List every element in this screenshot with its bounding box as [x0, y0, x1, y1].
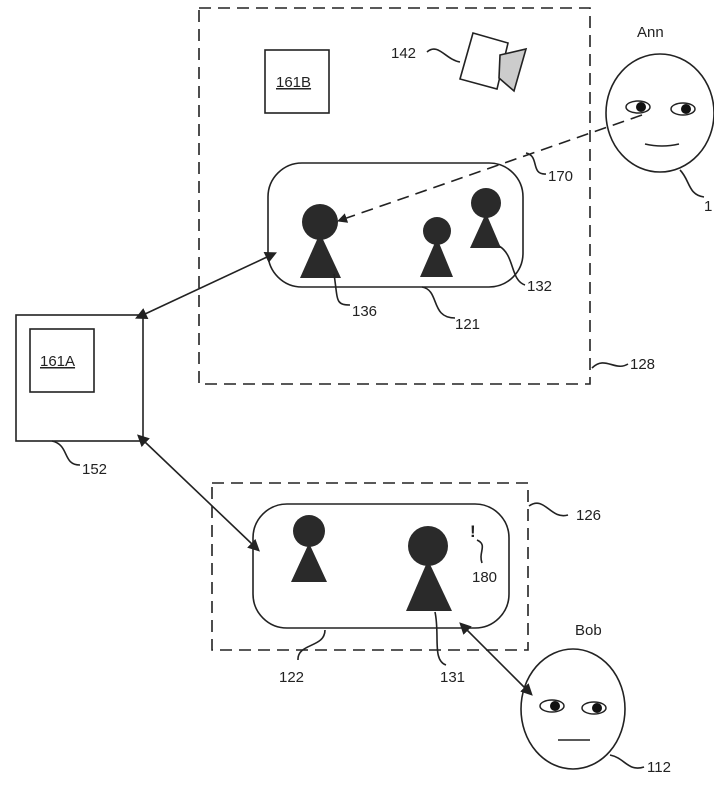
gaze-leader [525, 152, 547, 175]
alert-leader [476, 539, 484, 564]
avatar-136 [300, 204, 341, 278]
gaze-ref: 170 [548, 168, 573, 185]
camera-ref: 142 [391, 45, 416, 62]
screen-top-leader [421, 286, 456, 319]
ann-face-leader [679, 169, 705, 198]
ann-face-ref: 1 [704, 198, 712, 215]
device-161b-box [264, 49, 330, 114]
alert-ref: 180 [472, 569, 497, 586]
screen-bottom-ref: 122 [279, 669, 304, 686]
link-server-top-screen [135, 251, 277, 320]
room-bottom-ref: 126 [576, 507, 601, 524]
bob-face [520, 648, 626, 770]
ann-face [605, 53, 714, 173]
screen-top [267, 162, 524, 288]
alert-icon: ! [470, 522, 476, 541]
bob-eyes [539, 699, 607, 715]
server-leader [51, 440, 81, 466]
room-top-boundary [198, 7, 591, 385]
server-box [15, 314, 144, 442]
avatar-132-leader [498, 245, 526, 286]
avatar-middle [420, 217, 453, 277]
camera-leader [426, 48, 461, 63]
room-bottom-leader [528, 502, 569, 517]
bob-face-leader [609, 754, 645, 769]
camera-icon [459, 32, 528, 93]
bob-name: Bob [575, 622, 602, 639]
ann-eyes [625, 100, 696, 116]
gaze-arrow [337, 114, 643, 223]
link-bottom-screen-bob [459, 622, 533, 696]
room-bottom-boundary [211, 482, 529, 651]
server-ref: 152 [82, 461, 107, 478]
avatar-132-ref: 132 [527, 278, 552, 295]
avatar-131 [406, 526, 452, 611]
avatar-136-ref: 136 [352, 303, 377, 320]
avatar-bottom-left [291, 515, 327, 582]
screen-top-ref: 121 [455, 316, 480, 333]
avatar-132 [470, 188, 501, 248]
bob-face-ref: 112 [647, 759, 671, 776]
avatar-131-leader [434, 611, 447, 666]
screen-bottom [252, 503, 510, 629]
device-161b-label: 161B [276, 74, 311, 91]
ann-name: Ann [637, 24, 664, 41]
room-top-ref: 128 [630, 356, 655, 373]
link-server-bottom-screen [137, 434, 260, 552]
avatar-136-leader [333, 273, 351, 306]
device-161a-box [29, 328, 95, 393]
device-161a-label: 161A [40, 353, 75, 370]
avatar-131-ref: 131 [440, 669, 465, 686]
room-top-leader [591, 362, 629, 369]
ann-mouth [644, 143, 680, 147]
screen-bottom-leader [297, 629, 326, 661]
